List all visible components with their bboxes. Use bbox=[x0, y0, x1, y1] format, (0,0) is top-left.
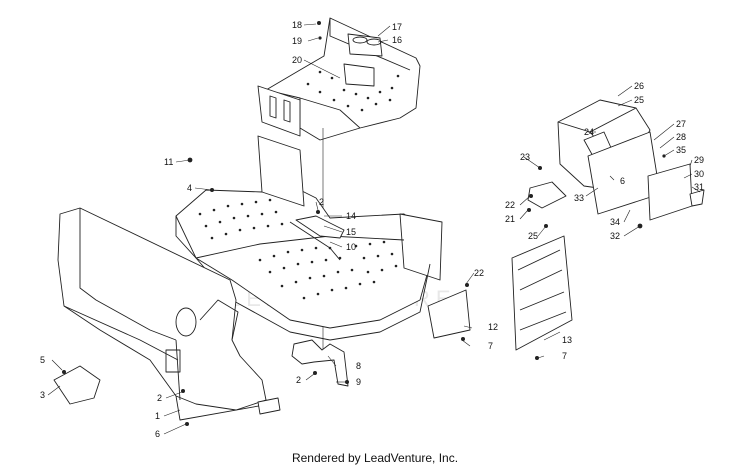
callout-17: 17 bbox=[392, 22, 402, 32]
callout-25: 25 bbox=[528, 231, 538, 241]
callout-20: 20 bbox=[292, 55, 302, 65]
callout-2: 2 bbox=[157, 393, 162, 403]
callout-7: 7 bbox=[562, 351, 567, 361]
callout-27: 27 bbox=[676, 119, 686, 129]
callout-19: 19 bbox=[292, 36, 302, 46]
callout-35: 35 bbox=[676, 145, 686, 155]
callout-2: 2 bbox=[319, 197, 324, 207]
callout-25: 25 bbox=[634, 95, 644, 105]
callout-21: 21 bbox=[505, 214, 515, 224]
callout-16: 16 bbox=[392, 35, 402, 45]
fasteners bbox=[62, 21, 666, 426]
callout-26: 26 bbox=[634, 81, 644, 91]
side-bracket-part bbox=[427, 289, 471, 339]
callout-22: 22 bbox=[474, 268, 484, 278]
callout-32: 32 bbox=[610, 231, 620, 241]
callout-23: 23 bbox=[520, 152, 530, 162]
callout-12: 12 bbox=[488, 322, 498, 332]
callout-8: 8 bbox=[356, 361, 361, 371]
callout-1: 1 bbox=[155, 411, 160, 421]
callout-10: 10 bbox=[346, 242, 356, 252]
main-floor-part bbox=[175, 135, 443, 341]
hinge-part bbox=[527, 181, 567, 209]
callout-2: 2 bbox=[296, 375, 301, 385]
footer-credit: Rendered by LeadVenture, Inc. bbox=[291, 451, 459, 465]
side-panel-part bbox=[511, 235, 573, 351]
support-bracket-part bbox=[291, 339, 349, 387]
callout-5: 5 bbox=[40, 355, 45, 365]
callout-31: 31 bbox=[694, 182, 704, 192]
callout-28: 28 bbox=[676, 132, 686, 142]
callout-34: 34 bbox=[610, 217, 620, 227]
callout-6: 6 bbox=[620, 176, 625, 186]
callout-9: 9 bbox=[356, 377, 361, 387]
callout-30: 30 bbox=[694, 169, 704, 179]
bracket-part bbox=[53, 365, 101, 405]
leader-lines bbox=[47, 23, 701, 435]
callout-15: 15 bbox=[346, 227, 356, 237]
callout-13: 13 bbox=[562, 335, 572, 345]
callout-14: 14 bbox=[346, 211, 356, 221]
front-panel-part bbox=[57, 207, 281, 421]
callout-33: 33 bbox=[574, 193, 584, 203]
callout-11: 11 bbox=[164, 157, 173, 167]
callout-4: 4 bbox=[187, 183, 192, 193]
callout-6: 6 bbox=[155, 429, 160, 439]
callout-18: 18 bbox=[292, 20, 302, 30]
upper-console-part bbox=[257, 17, 421, 141]
callout-22: 22 bbox=[505, 200, 515, 210]
callout-7: 7 bbox=[488, 341, 493, 351]
callout-3: 3 bbox=[40, 390, 45, 400]
callout-29: 29 bbox=[694, 155, 704, 165]
callout-24: 24 bbox=[584, 127, 594, 137]
latch-part bbox=[689, 189, 705, 207]
